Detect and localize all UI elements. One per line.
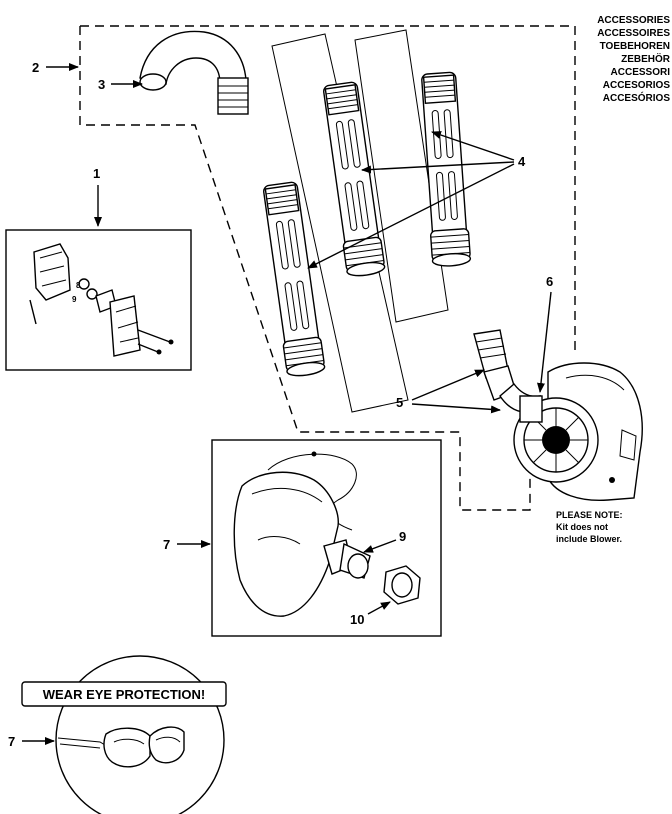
wall-bracket: 8 9 [29,243,174,357]
svg-text:4: 4 [518,154,526,169]
header-line-1: ACCESSORIES [597,15,670,26]
svg-text:6: 6 [546,274,553,289]
svg-text:9: 9 [72,295,77,304]
note-line-2: include Blower. [556,534,622,544]
callout-7: 7 [8,734,55,749]
warning-text: WEAR EYE PROTECTION! [43,687,206,702]
callout-5: 5 [396,369,501,414]
callout-4: 4 [307,131,526,269]
header-line-2: ACCESSOIRES [597,28,670,39]
svg-text:9: 9 [399,529,406,544]
note-line-1: Kit does not [556,522,608,532]
svg-text:3: 3 [98,77,105,92]
eye-protection-circle [55,655,225,814]
callout-8: 7 [163,537,211,552]
safety-glasses [57,726,185,768]
bag-collar-nut [383,565,421,605]
svg-text:8: 8 [76,281,81,290]
blower-unit [513,362,643,501]
accessories-header: ACCESSORIES ACCESSOIRES TOEBEHOREN ZEBEH… [597,15,671,104]
bracket-box [5,229,192,371]
svg-text:7: 7 [163,537,170,552]
warning-banner: WEAR EYE PROTECTION! [21,681,227,707]
callout-10: 10 [350,601,391,627]
callout-3: 3 [98,77,143,92]
svg-text:5: 5 [396,395,403,410]
header-line-7: ACCESÓRIOS [603,91,671,104]
callout-2: 2 [32,60,79,75]
bag-box [211,439,442,637]
svg-text:10: 10 [350,612,364,627]
please-note: PLEASE NOTE: Kit does not include Blower… [556,510,623,544]
header-line-3: TOEBEHOREN [600,41,670,52]
svg-text:7: 7 [8,734,15,749]
callout-1: 1 [93,166,102,227]
svg-text:2: 2 [32,60,39,75]
collection-bag [233,451,371,617]
elbow-tube [139,30,249,115]
note-title: PLEASE NOTE: [556,510,623,520]
tube-frame-right [354,29,449,323]
header-line-4: ZEBEHÖR [621,52,671,65]
header-line-6: ACCESORIOS [603,80,671,91]
header-line-5: ACCESSORI [611,67,671,78]
kit-outline [79,25,576,511]
callout-6: 6 [537,274,553,393]
tube-frame-middle [271,33,409,413]
extension-tube-left [260,180,327,379]
callout-9: 9 [363,529,406,553]
svg-text:1: 1 [93,166,100,181]
